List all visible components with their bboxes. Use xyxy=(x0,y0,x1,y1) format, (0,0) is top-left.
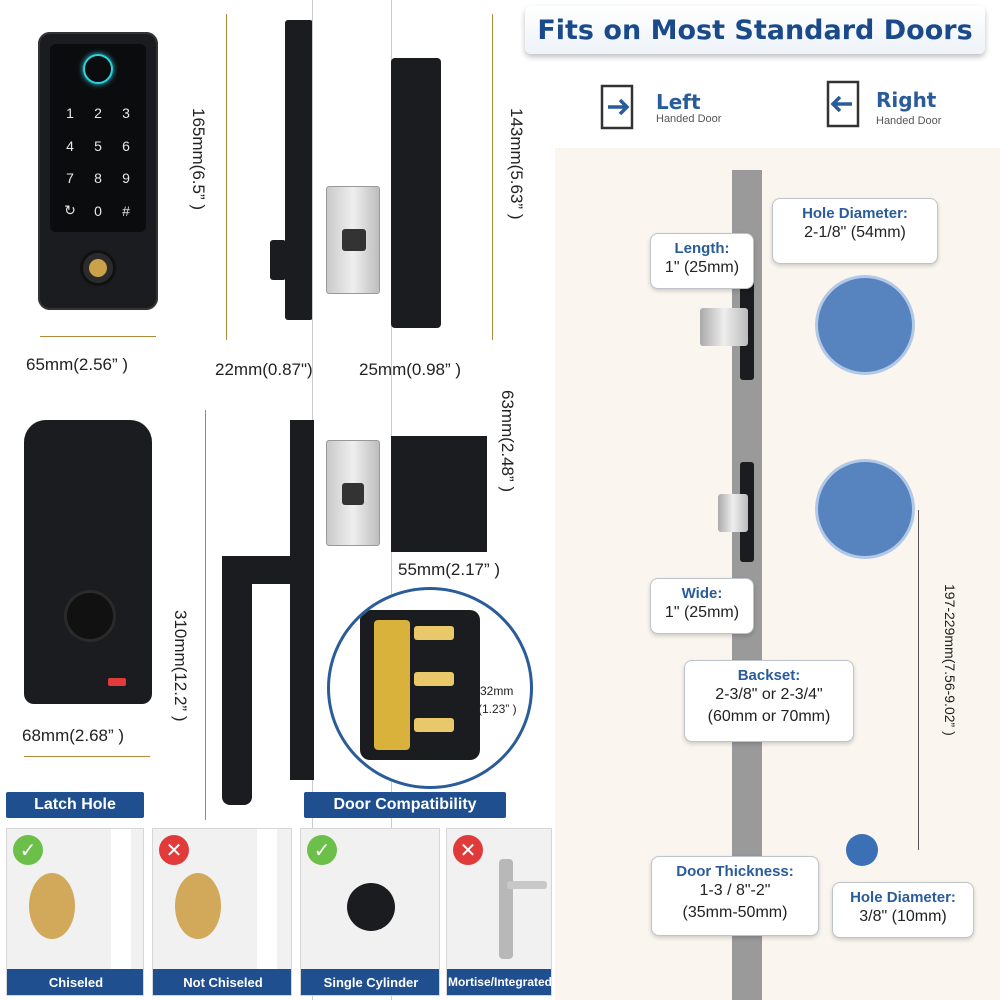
mortise-plate-icon xyxy=(499,859,513,959)
key-8[interactable]: 8 xyxy=(94,170,102,187)
door-compatibility-tab: Door Compatibility xyxy=(304,792,506,818)
callout-title: Hole Diameter: xyxy=(802,205,908,222)
key-1[interactable]: 1 xyxy=(66,105,74,122)
callout-title: Length: xyxy=(674,240,730,257)
callout-value: 1" (25mm) xyxy=(664,259,740,276)
inner-height-line xyxy=(492,14,493,340)
thumb-turn-stub xyxy=(270,240,286,280)
back-width-label: 68mm(2.68” ) xyxy=(22,726,125,745)
callout-title: Hole Diameter: xyxy=(850,889,956,906)
left-hand-title: Left xyxy=(656,90,701,114)
cross-icon: ✕ xyxy=(159,835,189,865)
spacing-line xyxy=(918,510,919,850)
keyhole-icon xyxy=(80,250,116,286)
screw-zoom-circle: 32mm (1.23” ) xyxy=(330,590,530,786)
thumb-mortise: ✕ Mortise/Integrated xyxy=(446,828,552,996)
back-height-line xyxy=(205,410,206,820)
callout-value-line1: 2-3/8" or 2-3/4" xyxy=(715,686,823,703)
latch-hole-shape xyxy=(175,873,221,939)
latch-depth-label: 55mm(2.17” ) xyxy=(398,560,501,579)
bolt-plate xyxy=(326,186,380,294)
inner-height-label: 143mm(5.63” ) xyxy=(507,108,526,220)
mortise-lever xyxy=(507,881,547,889)
callout-title: Door Thickness: xyxy=(676,863,794,880)
door-knob-icon xyxy=(347,883,395,931)
thumb-turn[interactable] xyxy=(64,590,116,642)
back-width-line xyxy=(24,756,150,757)
callout-hole-diameter-bottom: Hole Diameter: 3/8" (10mm) xyxy=(832,882,974,938)
callout-value: 3/8" (10mm) xyxy=(859,908,947,925)
callout-value-line2: (35mm-50mm) xyxy=(682,904,788,921)
callout-backset: Backset: 2-3/8" or 2-3/4" (60mm or 70mm) xyxy=(684,660,854,742)
page-title: Fits on Most Standard Doors xyxy=(525,6,985,54)
key-hash[interactable]: # xyxy=(122,202,130,219)
interior-unit xyxy=(24,420,152,704)
callout-value-line2: (60mm or 70mm) xyxy=(707,708,831,725)
check-icon: ✓ xyxy=(13,835,43,865)
thumb-label: Mortise/Integrated xyxy=(447,969,551,995)
left-hand-subtitle: Handed Door xyxy=(656,113,722,125)
latch-hole-tab: Latch Hole xyxy=(6,792,144,818)
key-4[interactable]: 4 xyxy=(66,137,74,154)
key-2[interactable]: 2 xyxy=(94,105,102,122)
screw-spacing-label: 32mm xyxy=(480,684,514,698)
front-width-label: 65mm(2.56” ) xyxy=(26,355,129,374)
thumb-chiseled: ✓ Chiseled xyxy=(6,828,144,996)
handle-grip xyxy=(222,560,252,805)
keypad-grid: 1 2 3 4 5 6 7 8 9 ↻ 0 # xyxy=(56,97,140,227)
latch-plate xyxy=(326,440,380,546)
right-door-icon xyxy=(820,80,860,128)
check-icon: ✓ xyxy=(307,835,337,865)
spacing-label: 197-229mm(7.56-9.02” ) xyxy=(942,584,958,736)
key-7[interactable]: 7 xyxy=(66,170,74,187)
front-height-label: 165mm(6.5” ) xyxy=(189,108,208,211)
callout-value: 1" (25mm) xyxy=(664,604,740,621)
bore-hole-top xyxy=(818,278,912,372)
callout-title: Wide: xyxy=(681,585,723,602)
depth-label: 22mm(0.87") xyxy=(215,360,313,379)
callout-hole-diameter-top: Hole Diameter: 2-1/8" (54mm) xyxy=(772,198,938,264)
latch xyxy=(718,494,748,532)
keypad-lock-front: 1 2 3 4 5 6 7 8 9 ↻ 0 # xyxy=(38,32,158,310)
callout-value: 2-1/8" (54mm) xyxy=(804,224,906,241)
thumb-label: Chiseled xyxy=(7,969,143,995)
screw-spacing-in-label: (1.23” ) xyxy=(478,702,517,716)
back-height-label: 310mm(12.2” ) xyxy=(171,610,190,722)
key-9[interactable]: 9 xyxy=(122,170,130,187)
battery-indicator xyxy=(108,678,126,686)
callout-title: Backset: xyxy=(737,667,801,684)
width-line xyxy=(40,336,156,337)
callout-wide: Wide: 1" (25mm) xyxy=(650,578,754,634)
key-0[interactable]: 0 xyxy=(94,202,102,219)
right-hand-title: Right xyxy=(876,88,937,112)
height-line xyxy=(226,14,227,340)
bolt-depth-label: 25mm(0.98” ) xyxy=(359,360,462,379)
bolt xyxy=(700,308,748,346)
thumb-label: Single Cylinder xyxy=(301,969,439,995)
lock-side-profile xyxy=(285,20,313,320)
right-hand-subtitle: Handed Door xyxy=(876,115,942,127)
thumb-not-chiseled: ✕ Not Chiseled xyxy=(152,828,292,996)
key-5[interactable]: 5 xyxy=(94,137,102,154)
small-bore-hole xyxy=(846,834,878,866)
inner-unit-side xyxy=(391,58,441,328)
thumb-label: Not Chiseled xyxy=(153,969,291,995)
cross-icon: ✕ xyxy=(453,835,483,865)
callout-door-thickness: Door Thickness: 1-3 / 8"-2" (35mm-50mm) xyxy=(651,856,819,936)
left-door-icon xyxy=(600,84,640,130)
latch-body xyxy=(391,436,487,552)
key-3[interactable]: 3 xyxy=(122,105,130,122)
callout-value-line1: 1-3 / 8"-2" xyxy=(699,882,771,899)
key-6[interactable]: 6 xyxy=(122,137,130,154)
fingerprint-icon[interactable] xyxy=(83,54,113,84)
handle-plate xyxy=(290,420,314,780)
latch-height-label: 63mm(2.48” ) xyxy=(498,390,517,493)
thumb-single-cylinder: ✓ Single Cylinder xyxy=(300,828,440,996)
door-edge-shape xyxy=(257,829,277,969)
bore-hole-bottom xyxy=(818,462,912,556)
callout-length: Length: 1" (25mm) xyxy=(650,233,754,289)
key-lock[interactable]: ↻ xyxy=(64,202,76,219)
door-edge-shape xyxy=(111,829,131,969)
latch-hole-shape xyxy=(29,873,75,939)
